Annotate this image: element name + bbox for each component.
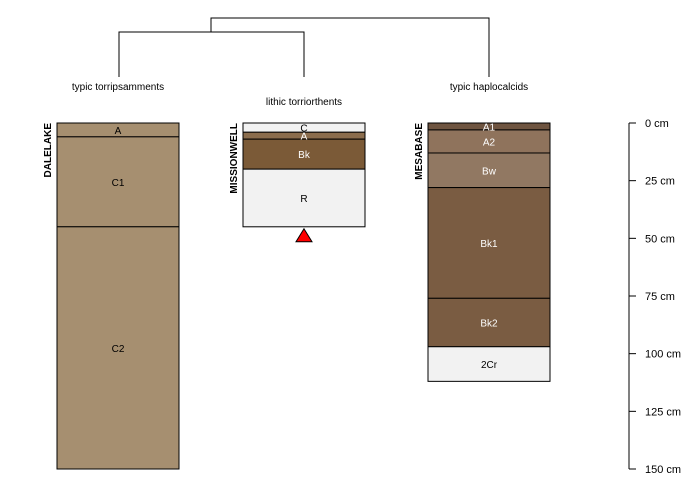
profile-id-label: MESABASE bbox=[414, 123, 425, 180]
horizon-blocks bbox=[242, 122, 366, 228]
horizon-block-r bbox=[242, 168, 366, 228]
dendrogram-root-branch bbox=[210, 17, 490, 77]
horizon-label: C2 bbox=[112, 344, 125, 355]
horizon-label: A bbox=[115, 126, 122, 137]
horizon-label: C bbox=[300, 124, 307, 135]
horizon-label: C1 bbox=[112, 178, 125, 189]
dendrogram-sub-branch bbox=[118, 31, 305, 77]
horizon-blocks bbox=[56, 122, 180, 470]
horizon-block-bk2 bbox=[427, 297, 551, 348]
axis-tick-label: 50 cm bbox=[645, 233, 675, 245]
lithic-contact-marker-icon bbox=[295, 227, 313, 243]
horizon-block-bw bbox=[427, 152, 551, 189]
profile-id-label: DALELAKE bbox=[43, 123, 54, 178]
axis-tick-label: 75 cm bbox=[645, 291, 675, 303]
horizon-block-c2 bbox=[56, 226, 180, 470]
horizon-labels: CA BkR bbox=[298, 124, 311, 205]
taxon-label: typic torripsamments bbox=[72, 82, 164, 93]
horizon-block-c1 bbox=[56, 136, 180, 228]
horizon-label: A bbox=[301, 132, 308, 143]
axis-tick-label: 0 cm bbox=[645, 118, 669, 130]
depth-axis: 0 cm 25 cm 50 cm 75 cm 100 cm 125 cm 150 cm bbox=[628, 118, 681, 476]
taxon-label: typic haplocalcids bbox=[450, 82, 528, 93]
horizon-label: A1 bbox=[483, 122, 496, 133]
axis-tick-label: 150 cm bbox=[645, 464, 681, 476]
profile-id-label: MISSIONWELL bbox=[229, 123, 240, 194]
horizon-blocks bbox=[427, 122, 551, 382]
axis-tick-label: 100 cm bbox=[645, 349, 681, 361]
horizon-label: Bw bbox=[482, 166, 497, 177]
axis-tick-label: 125 cm bbox=[645, 406, 681, 418]
horizon-label: Bk bbox=[298, 150, 311, 161]
horizon-label: 2Cr bbox=[481, 360, 498, 371]
horizon-block-2cr bbox=[427, 346, 551, 382]
horizon-label: R bbox=[300, 194, 307, 205]
horizon-label: A2 bbox=[483, 137, 496, 148]
axis-tick-label: 25 cm bbox=[645, 176, 675, 188]
horizon-label: Bk1 bbox=[480, 239, 498, 250]
dendrogram bbox=[118, 17, 490, 77]
horizon-block-bk1 bbox=[427, 187, 551, 299]
horizon-label: Bk2 bbox=[480, 319, 498, 330]
taxon-label: lithic torriorthents bbox=[266, 97, 342, 108]
